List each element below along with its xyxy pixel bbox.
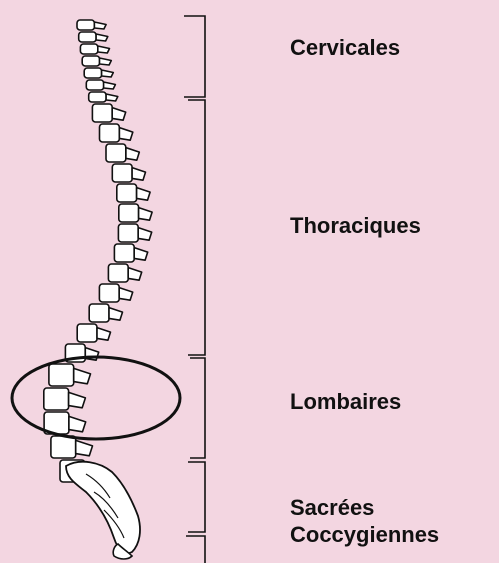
spinous-process xyxy=(126,148,139,161)
spinous-process xyxy=(94,22,106,29)
vertebra xyxy=(44,388,86,410)
vertebral-body xyxy=(118,224,138,242)
spinous-process xyxy=(138,228,152,241)
region-brackets xyxy=(184,16,205,563)
spinous-process xyxy=(119,288,133,301)
vertebra xyxy=(80,44,109,54)
vertebra xyxy=(82,56,111,66)
spinous-process xyxy=(102,70,114,77)
vertebra xyxy=(112,164,145,182)
vertebral-body xyxy=(119,204,139,222)
vertebral-body xyxy=(86,80,103,90)
label-coccyx: Coccygiennes xyxy=(290,521,439,548)
spinous-process xyxy=(104,82,116,89)
label-lumbar: Lombaires xyxy=(290,388,401,415)
spinous-process xyxy=(137,188,151,201)
spinous-process xyxy=(74,368,91,383)
spinous-process xyxy=(76,440,93,455)
spinous-process xyxy=(109,308,123,321)
label-thoracic: Thoraciques xyxy=(290,212,421,239)
vertebra xyxy=(108,264,141,282)
bracket-lumbar xyxy=(190,358,205,458)
bracket-thoracic xyxy=(188,100,205,355)
spinous-process xyxy=(128,268,142,281)
spinous-process xyxy=(106,94,118,101)
vertebra xyxy=(89,304,122,322)
vertebral-body xyxy=(89,304,109,322)
vertebral-body xyxy=(100,124,120,142)
vertebral-body xyxy=(106,144,126,162)
spinous-process xyxy=(134,248,148,261)
vertebral-body xyxy=(117,184,137,202)
bracket-coccyx xyxy=(186,536,205,563)
spinous-process xyxy=(69,392,86,407)
spinous-process xyxy=(97,328,111,341)
vertebra xyxy=(118,224,151,242)
vertebral-body xyxy=(114,244,134,262)
spinous-process xyxy=(112,108,126,121)
vertebral-body xyxy=(84,68,101,78)
vertebral-body xyxy=(49,364,74,386)
vertebral-body xyxy=(92,104,112,122)
vertebral-body xyxy=(80,44,97,54)
spinous-process xyxy=(69,416,86,431)
spinous-process xyxy=(139,208,153,221)
vertebral-body xyxy=(77,20,94,30)
sacrum xyxy=(66,462,140,553)
vertebra xyxy=(92,104,125,122)
bracket-cervical xyxy=(184,16,205,97)
vertebral-body xyxy=(79,32,96,42)
vertebra xyxy=(86,80,115,90)
vertebra xyxy=(79,32,108,42)
label-sacral: Sacrées xyxy=(290,494,374,521)
vertebra xyxy=(44,412,86,434)
vertebra xyxy=(100,124,133,142)
vertebra xyxy=(77,324,110,342)
vertebral-body xyxy=(108,264,128,282)
vertebra xyxy=(49,364,91,386)
vertebral-body xyxy=(82,56,99,66)
vertebra xyxy=(117,184,150,202)
vertebra xyxy=(106,144,139,162)
vertebral-body xyxy=(112,164,132,182)
vertebra xyxy=(114,244,147,262)
vertebra xyxy=(84,68,113,78)
vertebral-body xyxy=(44,388,69,410)
lumbar-highlight-ellipse xyxy=(12,357,180,439)
vertebral-body xyxy=(51,436,76,458)
spinous-process xyxy=(96,34,108,41)
vertebra xyxy=(77,20,106,30)
vertebra xyxy=(119,204,152,222)
spinous-process xyxy=(119,128,132,141)
bracket-sacral xyxy=(188,462,205,532)
vertebra xyxy=(99,284,132,302)
vertebral-body xyxy=(89,92,106,102)
spinous-process xyxy=(98,46,110,53)
label-cervical: Cervicales xyxy=(290,34,400,61)
spinous-process xyxy=(132,168,145,181)
vertebra xyxy=(89,92,118,102)
vertebral-body xyxy=(77,324,97,342)
vertebral-body xyxy=(99,284,119,302)
vertebral-column xyxy=(44,20,152,482)
spinous-process xyxy=(100,58,112,65)
